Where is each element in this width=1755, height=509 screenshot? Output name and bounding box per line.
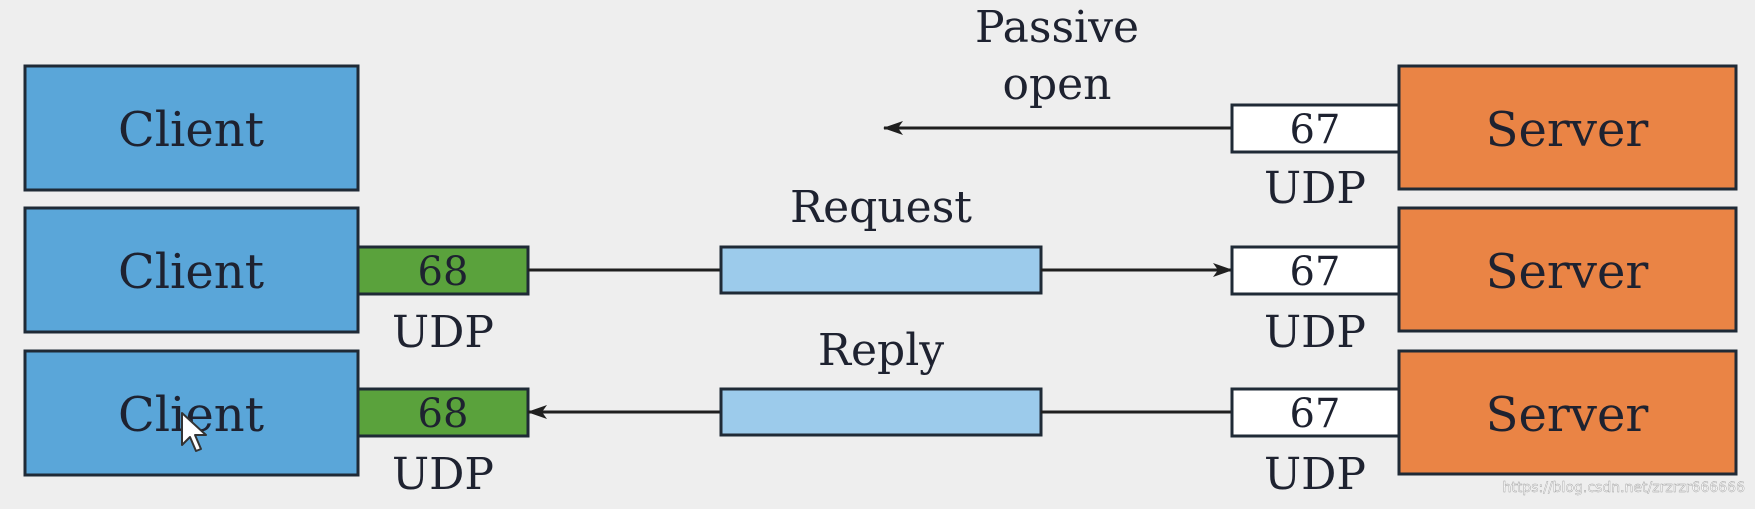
client-box <box>23 206 360 334</box>
server-box <box>1397 206 1738 333</box>
client-box <box>23 64 360 192</box>
reply-label: Reply <box>818 325 944 376</box>
server-label: Server <box>1486 244 1649 300</box>
server-port-label: 67 <box>1290 249 1341 295</box>
server-port-box <box>1230 103 1401 154</box>
client-label: Client <box>118 102 264 158</box>
server-protocol-label: UDP <box>1264 307 1366 358</box>
client-protocol-label: UDP <box>392 449 494 500</box>
request-label: Request <box>790 182 972 233</box>
server-protocol-label: UDP <box>1264 449 1366 500</box>
row-passive-open: Client Passive open 67 UDP Server <box>23 2 1738 214</box>
client-port-label: 68 <box>418 249 469 295</box>
mouse-pointer-icon <box>181 412 207 452</box>
server-label: Server <box>1486 102 1649 158</box>
client-port-label: 68 <box>418 391 469 437</box>
client-protocol-label: UDP <box>392 307 494 358</box>
server-port-label: 67 <box>1290 391 1341 437</box>
row-reply: Client 68 UDP Reply 67 UDP Server <box>23 325 1738 500</box>
row-request: Client 68 UDP Request 67 UDP Server <box>23 182 1738 358</box>
server-box <box>1397 64 1738 191</box>
watermark-text: https://blog.csdn.net/zrzrzr666666 <box>1502 480 1745 496</box>
server-port-box <box>1230 387 1401 438</box>
client-box <box>23 349 360 477</box>
reply-message-box <box>719 387 1043 437</box>
passive-open-label-line2: open <box>1002 59 1111 110</box>
server-port-label: 67 <box>1290 107 1341 153</box>
server-label: Server <box>1486 387 1649 443</box>
server-box <box>1397 349 1738 476</box>
request-message-box <box>719 245 1043 295</box>
passive-open-label-line1: Passive <box>975 2 1139 53</box>
server-protocol-label: UDP <box>1264 163 1366 214</box>
client-label: Client <box>118 244 264 300</box>
